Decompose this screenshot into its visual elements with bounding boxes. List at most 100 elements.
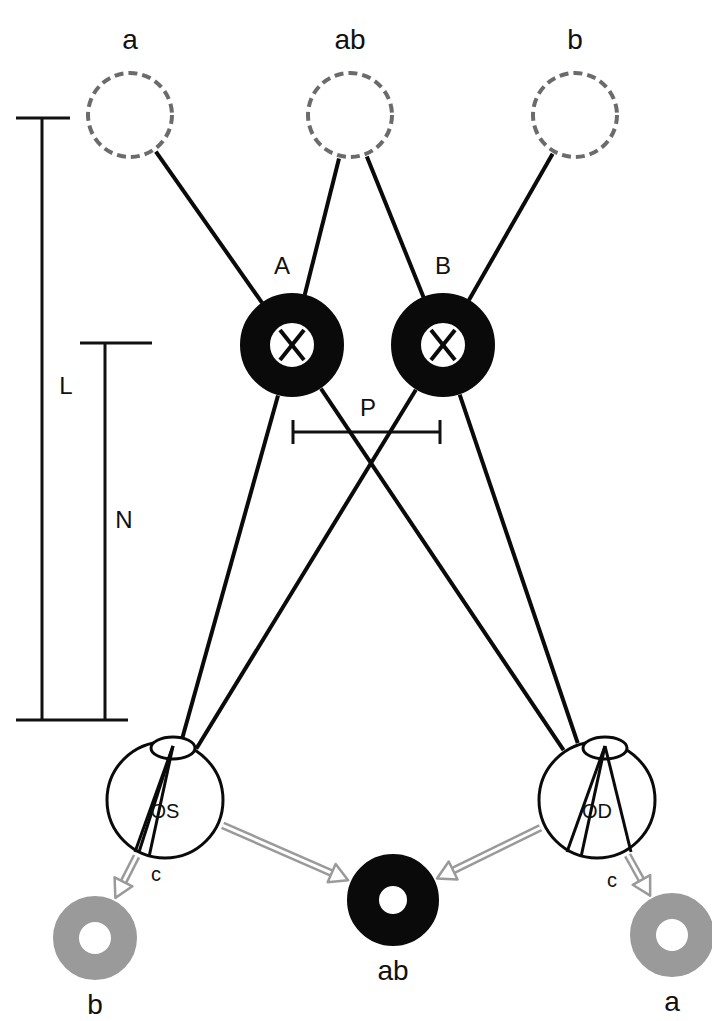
sight-line (367, 157, 424, 298)
perceived-ring: b (53, 896, 137, 1021)
node-shape (347, 854, 439, 946)
arrow-shaft (628, 855, 643, 882)
callout-letter: c (605, 869, 619, 891)
arrow-shaft (223, 825, 334, 874)
node-outline (391, 293, 495, 397)
eye-left: OS (105, 740, 225, 860)
node-outline (305, 70, 395, 160)
grey-ring (66, 909, 124, 967)
node-shape: OS (105, 740, 225, 860)
sight-line (460, 395, 578, 744)
ray-cross (280, 330, 304, 360)
callout-letter: c (149, 863, 163, 885)
node-label: b (565, 25, 585, 56)
bracket-tick (16, 719, 128, 722)
ray-line (156, 152, 262, 303)
node-label: a (662, 987, 682, 1018)
virtual-image-circle: ab (305, 25, 395, 160)
node-label: b (85, 990, 105, 1021)
node-shape (630, 893, 712, 977)
node-label: ab (332, 25, 367, 56)
black-ring (255, 308, 329, 382)
node-outline (240, 293, 344, 397)
retinal-ray (139, 746, 173, 852)
dashed-circle (88, 73, 172, 157)
sight-line (305, 158, 339, 295)
ray-cross (280, 330, 304, 360)
dimension-label: N (113, 507, 134, 533)
bracket-line (104, 343, 107, 720)
ray-cross (431, 330, 455, 360)
perception-arrow (437, 828, 540, 880)
node-label: OD (580, 800, 614, 822)
arrow-shaft (123, 856, 137, 883)
black-ring (406, 308, 480, 382)
node-outline (53, 896, 137, 980)
fused-ring: ab (347, 854, 439, 987)
sight-line (469, 154, 553, 300)
retinal-ray (605, 746, 631, 852)
node-label: a (120, 25, 140, 56)
arrow-shaft-inner (123, 856, 137, 883)
perception-arrow (628, 855, 651, 896)
virtual-image-circle: b (530, 25, 620, 160)
node-shape (240, 293, 344, 397)
node-shape (85, 70, 175, 160)
node-shape (53, 896, 137, 980)
node-label: A (272, 253, 292, 279)
node-label: ab (375, 956, 410, 987)
arrow-head (437, 862, 458, 880)
arrow-head (633, 875, 650, 896)
ray-line (196, 390, 416, 749)
dashed-circle (308, 73, 392, 157)
ray-line (367, 157, 424, 298)
bracket-tick (439, 420, 442, 444)
arrow-head (328, 864, 349, 882)
dimension-label: P (358, 395, 378, 421)
node-outline (630, 893, 712, 977)
virtual-image-circle: a (85, 25, 175, 160)
node-outline (530, 70, 620, 160)
arrow-shaft (451, 828, 540, 872)
grey-ring (643, 906, 701, 964)
perception-arrow (115, 856, 137, 898)
arrow-shaft-inner (223, 825, 334, 874)
bracket-tick (16, 117, 70, 120)
dashed-circle (533, 73, 617, 157)
perceived-ring: a (630, 893, 712, 1018)
arrow-shaft-inner (628, 855, 643, 882)
ray-line (460, 395, 578, 744)
bracket-tick (292, 420, 295, 444)
ray-cross (431, 330, 455, 360)
bracket-tick (80, 342, 152, 345)
ray-line (321, 389, 564, 751)
perception-arrow (223, 825, 348, 882)
node-outline (347, 854, 439, 946)
node-label: OS (149, 800, 182, 822)
bracket-line (41, 118, 44, 720)
node-outline (85, 70, 175, 160)
sight-line (321, 389, 564, 751)
arrow-shaft-inner (451, 828, 540, 872)
ray-line (305, 158, 339, 295)
sight-line (196, 390, 416, 749)
eye-right: OD (537, 740, 657, 860)
dimension-label: L (57, 373, 74, 399)
sight-line (181, 395, 278, 742)
black-ring (363, 870, 423, 930)
ray-line (181, 395, 278, 742)
node-label: B (433, 253, 453, 279)
target-ring: A (240, 253, 344, 397)
node-shape (305, 70, 395, 160)
node-shape (391, 293, 495, 397)
bracket-line (293, 431, 440, 434)
sight-line (156, 152, 262, 303)
node-shape: OD (537, 740, 657, 860)
arrow-head (115, 877, 133, 898)
ray-line (469, 154, 553, 300)
target-ring: B (391, 253, 495, 397)
node-shape (530, 70, 620, 160)
